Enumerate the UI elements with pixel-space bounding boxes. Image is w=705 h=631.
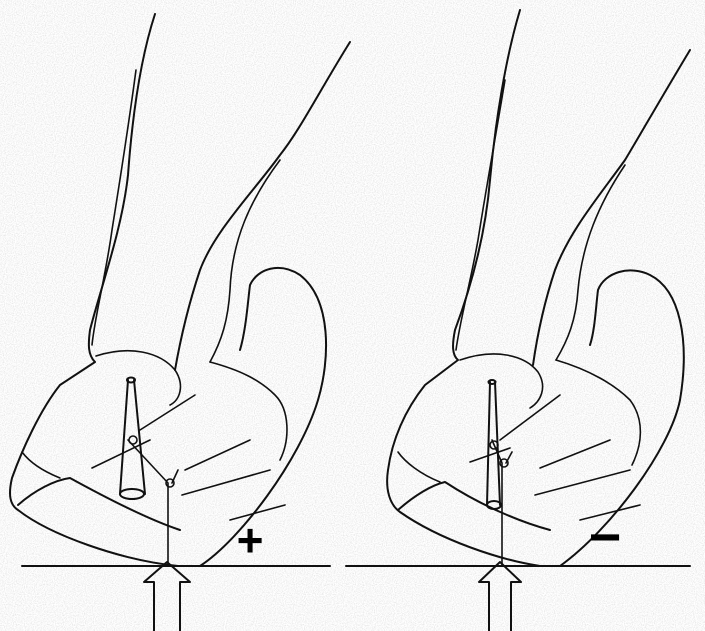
right-sign-label: − [589,505,622,568]
left-sign-label: + [237,514,264,566]
